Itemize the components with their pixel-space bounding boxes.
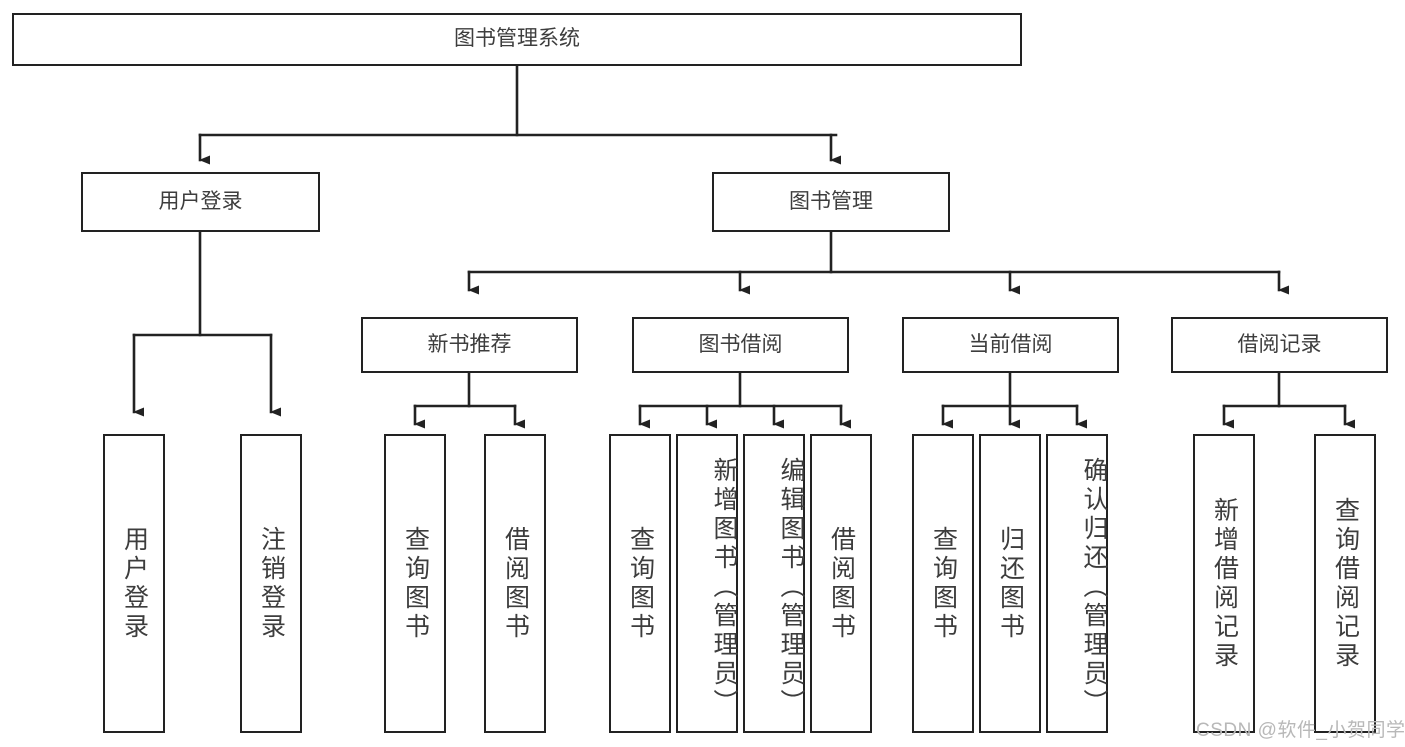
- leaf-borrow-book-borrow-label: 借阅图书: [827, 525, 856, 642]
- leaf-borrow-book-rec-label: 借阅图书: [501, 525, 530, 642]
- leaf-query-book-current-label: 查询图书: [929, 525, 958, 642]
- leaf-add-book-admin-label: 新增图书（管理员）: [710, 457, 738, 718]
- leaf-add-book-admin[interactable]: 新增图书（管理员）: [676, 434, 738, 733]
- node-user-login[interactable]: 用户登录: [81, 172, 320, 232]
- leaf-query-borrow-record-label: 查询借阅记录: [1331, 496, 1360, 671]
- leaf-logout-label: 注销登录: [257, 525, 286, 642]
- leaf-edit-book-admin-label: 编辑图书（管理员）: [777, 457, 805, 718]
- node-new-book-rec-label: 新书推荐: [427, 332, 512, 356]
- node-new-book-rec[interactable]: 新书推荐: [361, 317, 578, 373]
- leaf-query-book-current[interactable]: 查询图书: [912, 434, 974, 733]
- leaf-user-login[interactable]: 用户登录: [103, 434, 165, 733]
- node-user-login-label: 用户登录: [158, 189, 243, 213]
- leaf-confirm-return-admin-label: 确认归还（管理员）: [1080, 457, 1108, 718]
- leaf-query-book-borrow-label: 查询图书: [626, 525, 655, 642]
- node-current-borrow-label: 当前借阅: [968, 332, 1053, 356]
- leaf-query-book-rec-label: 查询图书: [401, 525, 430, 642]
- leaf-query-book-borrow[interactable]: 查询图书: [609, 434, 671, 733]
- node-book-manage[interactable]: 图书管理: [712, 172, 950, 232]
- leaf-query-borrow-record[interactable]: 查询借阅记录: [1314, 434, 1376, 733]
- leaf-borrow-book-borrow[interactable]: 借阅图书: [810, 434, 872, 733]
- leaf-edit-book-admin[interactable]: 编辑图书（管理员）: [743, 434, 805, 733]
- node-borrow-record[interactable]: 借阅记录: [1171, 317, 1388, 373]
- leaf-return-book[interactable]: 归还图书: [979, 434, 1041, 733]
- node-root-label: 图书管理系统: [454, 27, 580, 51]
- leaf-add-borrow-record-label: 新增借阅记录: [1210, 496, 1239, 671]
- node-book-borrow-label: 图书借阅: [698, 332, 783, 356]
- node-book-borrow[interactable]: 图书借阅: [632, 317, 849, 373]
- node-borrow-record-label: 借阅记录: [1237, 332, 1322, 356]
- leaf-query-book-rec[interactable]: 查询图书: [384, 434, 446, 733]
- leaf-return-book-label: 归还图书: [996, 525, 1025, 642]
- csdn-watermark: CSDN @软件_小贺同学: [1196, 720, 1405, 741]
- leaf-logout[interactable]: 注销登录: [240, 434, 302, 733]
- node-current-borrow[interactable]: 当前借阅: [902, 317, 1119, 373]
- leaf-add-borrow-record[interactable]: 新增借阅记录: [1193, 434, 1255, 733]
- leaf-user-login-label: 用户登录: [120, 525, 149, 642]
- node-book-manage-label: 图书管理: [789, 189, 873, 213]
- leaf-confirm-return-admin[interactable]: 确认归还（管理员）: [1046, 434, 1108, 733]
- node-root[interactable]: 图书管理系统: [12, 13, 1022, 66]
- leaf-borrow-book-rec[interactable]: 借阅图书: [484, 434, 546, 733]
